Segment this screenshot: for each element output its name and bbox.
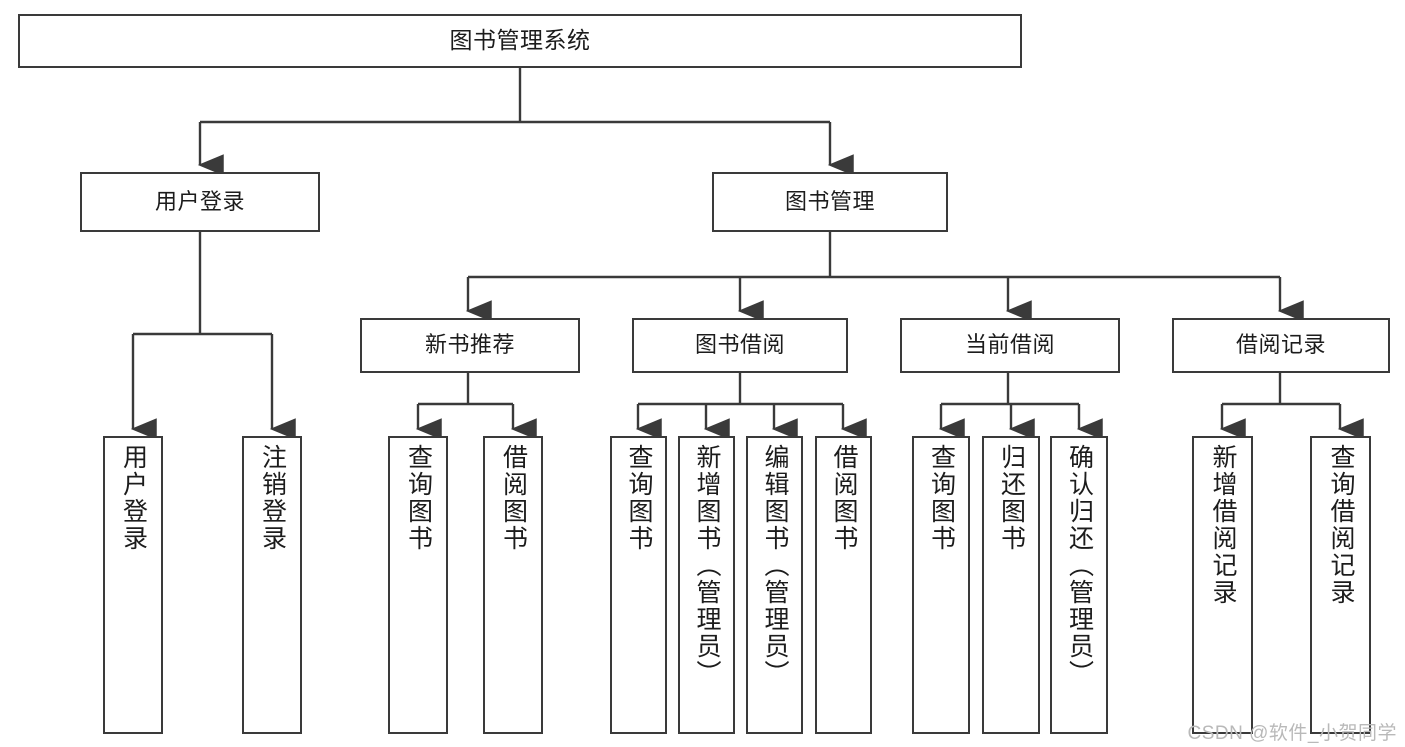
node-borrow-record[interactable]: 借阅记录: [1172, 318, 1390, 373]
leaf-confirm-return-admin-label: 确认归还（管理员）: [1065, 444, 1094, 687]
leaf-add-borrow-record-label: 新增借阅记录: [1209, 444, 1237, 606]
leaf-add-borrow-record[interactable]: 新增借阅记录: [1192, 436, 1253, 734]
leaf-borrow-book-label: 借阅图书: [830, 444, 858, 552]
leaf-user-login-label: 用户登录: [119, 444, 148, 552]
node-user-login[interactable]: 用户登录: [80, 172, 320, 232]
leaf-edit-book-admin[interactable]: 编辑图书（管理员）: [746, 436, 803, 734]
node-current-borrow-label: 当前借阅: [964, 332, 1055, 358]
leaf-user-logout[interactable]: 注销登录: [242, 436, 302, 734]
node-new-book-recommend-label: 新书推荐: [424, 332, 515, 358]
node-user-login-label: 用户登录: [154, 188, 245, 214]
leaf-return-book-label: 归还图书: [997, 444, 1026, 552]
leaf-borrow-book-recommend-label: 借阅图书: [499, 444, 528, 552]
watermark-text: CSDN @软件_小贺同学: [1187, 723, 1397, 744]
node-book-borrow[interactable]: 图书借阅: [632, 318, 848, 373]
leaf-query-borrow-record-label: 查询借阅记录: [1327, 444, 1355, 606]
leaf-edit-book-admin-label: 编辑图书（管理员）: [761, 444, 789, 687]
node-root-label: 图书管理系统: [449, 27, 591, 54]
leaf-return-book[interactable]: 归还图书: [982, 436, 1040, 734]
leaf-query-book-current[interactable]: 查询图书: [912, 436, 970, 734]
node-root[interactable]: 图书管理系统: [18, 14, 1022, 68]
node-current-borrow[interactable]: 当前借阅: [900, 318, 1120, 373]
leaf-add-book-admin-label: 新增图书（管理员）: [693, 444, 721, 687]
leaf-query-book-borrow-label: 查询图书: [625, 444, 653, 552]
node-borrow-record-label: 借阅记录: [1235, 332, 1326, 358]
leaf-query-borrow-record[interactable]: 查询借阅记录: [1310, 436, 1371, 734]
leaf-confirm-return-admin[interactable]: 确认归还（管理员）: [1050, 436, 1108, 734]
leaf-user-login[interactable]: 用户登录: [103, 436, 163, 734]
node-book-borrow-label: 图书借阅: [694, 332, 785, 358]
leaf-query-book-recommend-label: 查询图书: [404, 444, 433, 552]
leaf-add-book-admin[interactable]: 新增图书（管理员）: [678, 436, 735, 734]
leaf-query-book-borrow[interactable]: 查询图书: [610, 436, 667, 734]
leaf-query-book-recommend[interactable]: 查询图书: [388, 436, 448, 734]
node-book-manage-label: 图书管理: [784, 188, 875, 214]
leaf-user-logout-label: 注销登录: [258, 444, 287, 552]
leaf-borrow-book[interactable]: 借阅图书: [815, 436, 872, 734]
node-new-book-recommend[interactable]: 新书推荐: [360, 318, 580, 373]
leaf-borrow-book-recommend[interactable]: 借阅图书: [483, 436, 543, 734]
leaf-query-book-current-label: 查询图书: [927, 444, 956, 552]
node-book-manage[interactable]: 图书管理: [712, 172, 948, 232]
